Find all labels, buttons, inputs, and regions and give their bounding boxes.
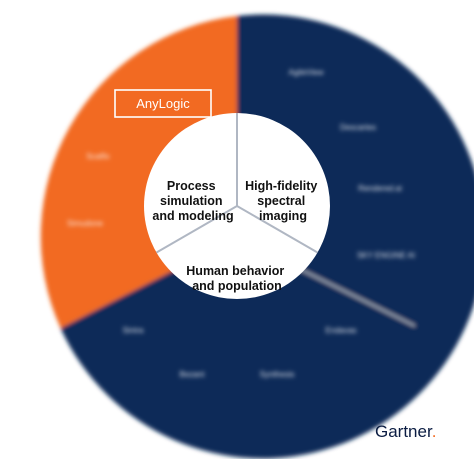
- vendor-name: Synthesis: [260, 370, 295, 379]
- vendor-name: Simudone: [67, 219, 104, 228]
- segment-label-line: spectral: [257, 194, 305, 208]
- segment-label-process: Process simulation and modeling: [152, 179, 233, 223]
- segment-label-line: and modeling: [152, 209, 233, 223]
- vendor-name: AgileView: [289, 68, 324, 77]
- gartner-name: Gartner: [375, 422, 433, 441]
- segment-label-line: Process: [167, 179, 216, 193]
- segment-label-line: simulation: [160, 194, 223, 208]
- vendor-names: Scalfix Simudone AgileView Descartes Ren…: [67, 68, 415, 379]
- vendor-name: SKY ENGINE AI: [357, 251, 415, 260]
- segment-label-imaging: High-fidelity spectral imaging: [245, 179, 321, 223]
- segment-label-line: Human behavior: [186, 264, 284, 278]
- highlight-label: AnyLogic: [136, 96, 190, 111]
- highlight-box: [114, 89, 212, 118]
- gartner-wordmark: Gartner.: [375, 422, 436, 441]
- segment-label-line: High-fidelity: [245, 179, 317, 193]
- center-circle: Process simulation and modeling High-fid…: [144, 113, 330, 299]
- gartner-logo: Gartner.: [375, 422, 436, 441]
- vendor-name: Scalfix: [86, 152, 110, 161]
- vendor-name: Rendered.ai: [358, 184, 402, 193]
- highlighted-vendor: AnyLogic: [114, 89, 212, 118]
- vendor-name: Sintra: [123, 326, 144, 335]
- inner-divider-right: [236, 205, 319, 254]
- gartner-dot: .: [432, 422, 437, 441]
- segment-label-line: imaging: [259, 209, 307, 223]
- segment-label-human: Human behavior and population: [186, 264, 287, 293]
- vendor-name: Endavas: [325, 326, 356, 335]
- vendor-name: Descartes: [340, 123, 376, 132]
- segment-label-line: and population: [192, 279, 282, 293]
- vendor-name: Bezant: [180, 370, 206, 379]
- inner-divider-left: [155, 205, 238, 254]
